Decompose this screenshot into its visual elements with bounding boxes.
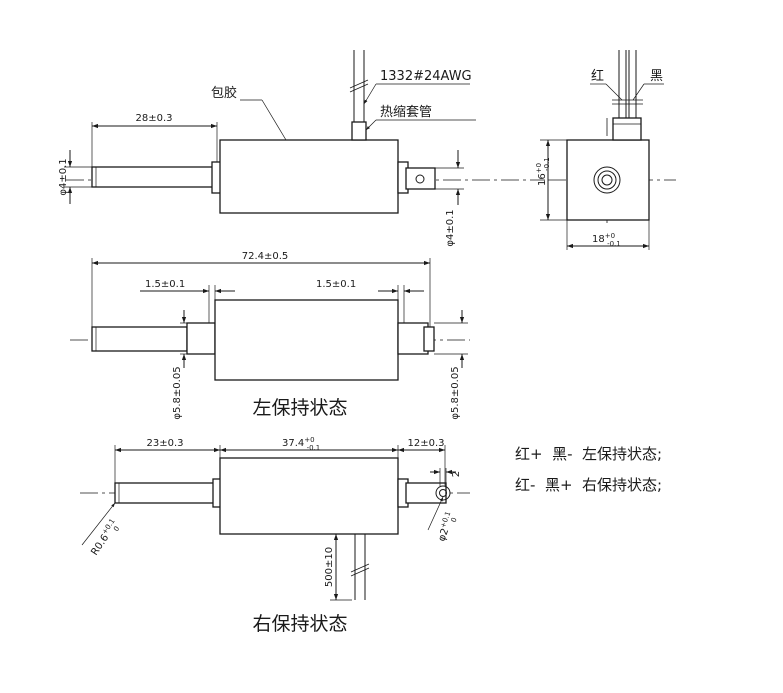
right-hold-view: 23±0.3 37.4+0-0.1 12±0.3 2 R0.6+0.10 φ2+… bbox=[80, 436, 470, 635]
title-right-hold: 右保持状态 bbox=[252, 613, 347, 635]
dim-18: 18+0-0.1 bbox=[592, 232, 621, 248]
dim-phi4-right: φ4±0.1 bbox=[445, 209, 456, 246]
top-side-view: 28±0.3 φ4±0.1 φ4±0.1 包胶 1332#24AWG 热缩套管 bbox=[58, 50, 545, 247]
dim-r0-6: R0.6+0.10 bbox=[88, 517, 124, 559]
label-red-wire: 红 bbox=[591, 68, 604, 84]
dim-72-4: 72.4±0.5 bbox=[242, 251, 289, 262]
dim-phi4-left: φ4±0.1 bbox=[58, 158, 69, 195]
title-left-hold: 左保持状态 bbox=[252, 397, 347, 419]
end-view: 红 黑 16+0-0.1 18+0-0.1 bbox=[535, 50, 676, 250]
dim-28: 28±0.3 bbox=[135, 113, 172, 124]
dim-37-4: 37.4+0-0.1 bbox=[282, 436, 320, 452]
dim-1-5-right: 1.5±0.1 bbox=[316, 279, 356, 290]
dim-phi2: φ2+0.10 bbox=[435, 510, 460, 544]
label-heat-shrink: 热缩套管 bbox=[380, 104, 432, 120]
legend-line-2: 红- 黑+ 右保持状态; bbox=[515, 476, 662, 494]
dim-500: 500±10 bbox=[324, 547, 335, 587]
dim-1-5-left: 1.5±0.1 bbox=[145, 279, 185, 290]
dim-16: 16+0-0.1 bbox=[535, 157, 551, 186]
dim-2: 2 bbox=[451, 471, 462, 477]
dim-phi5-8-right: φ5.8±0.05 bbox=[450, 366, 461, 419]
label-wire-spec: 1332#24AWG bbox=[380, 69, 472, 84]
legend-line-1: 红+ 黑- 左保持状态; bbox=[515, 445, 662, 463]
dim-23: 23±0.3 bbox=[146, 438, 183, 449]
dim-12: 12±0.3 bbox=[407, 438, 444, 449]
label-black-wire: 黑 bbox=[650, 69, 663, 84]
left-hold-view: 72.4±0.5 1.5±0.1 1.5±0.1 φ5.8±0.05 φ5.8±… bbox=[70, 251, 470, 420]
label-encapsulation: 包胶 bbox=[211, 85, 237, 101]
dim-phi5-8-left: φ5.8±0.05 bbox=[172, 366, 183, 419]
